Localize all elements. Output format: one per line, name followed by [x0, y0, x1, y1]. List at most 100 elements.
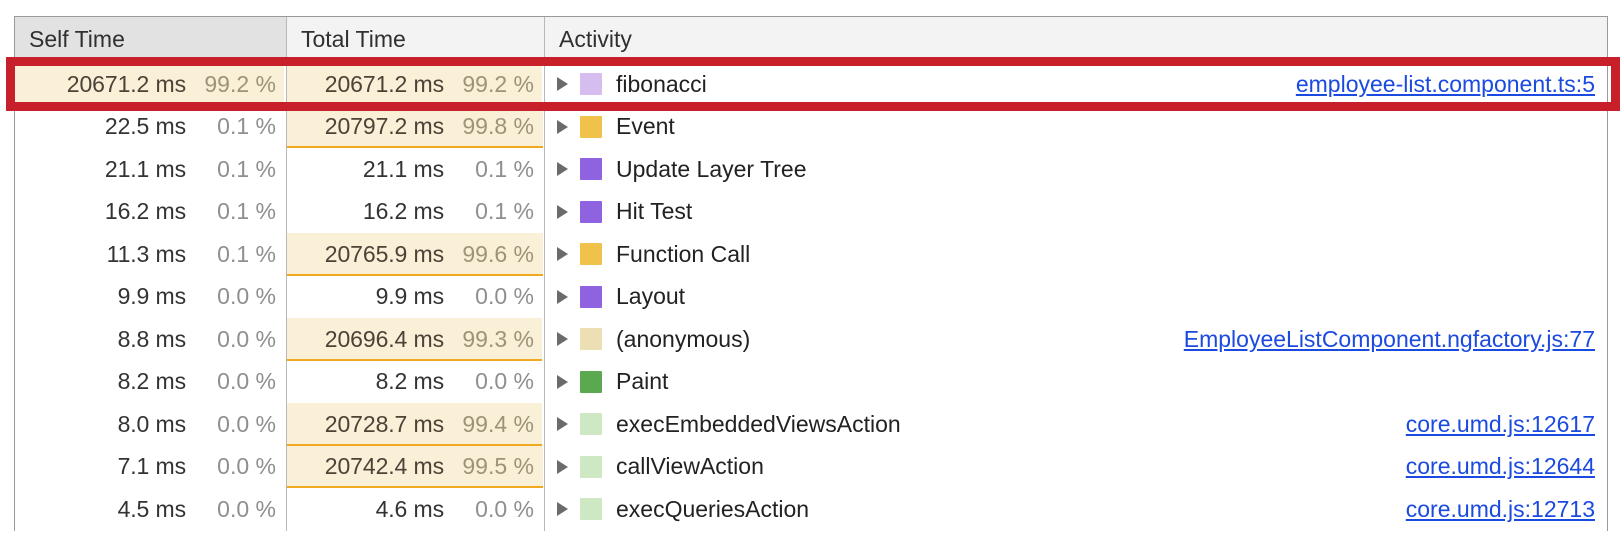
source-location-link[interactable]: EmployeeListComponent.ngfactory.js:77: [1183, 325, 1595, 352]
total-time-percent: 99.2 %: [462, 70, 534, 97]
cell-activity: Paint: [545, 360, 1607, 403]
total-time-ms: 21.1 ms: [362, 155, 444, 182]
activity-name: callViewAction: [616, 453, 764, 480]
bottom-up-performance-table: Self Time Total Time Activity 20671.2 ms…: [14, 16, 1608, 531]
column-header-activity[interactable]: Activity: [545, 17, 1607, 62]
total-time-percent: 0.0 %: [475, 283, 534, 310]
expand-triangle-icon[interactable]: [557, 417, 568, 432]
cell-activity: (anonymous)EmployeeListComponent.ngfacto…: [545, 318, 1607, 361]
column-header-total-time[interactable]: Total Time: [287, 17, 545, 62]
activity-color-swatch-rendering: [580, 200, 602, 223]
self-time-percent: 0.0 %: [217, 325, 276, 352]
total-time-ms: 16.2 ms: [362, 198, 444, 225]
expand-triangle-icon[interactable]: [557, 162, 568, 177]
expand-triangle-icon[interactable]: [557, 374, 568, 389]
expand-triangle-icon[interactable]: [557, 247, 568, 262]
activity-name: fibonacci: [616, 70, 707, 97]
total-time-percent: 0.0 %: [475, 368, 534, 395]
activity-color-swatch-rendering: [580, 158, 602, 181]
total-time-percent-fill: [287, 233, 543, 276]
expand-triangle-icon[interactable]: [557, 289, 568, 304]
expand-triangle-icon[interactable]: [557, 204, 568, 219]
column-header-activity-label: Activity: [559, 26, 632, 52]
self-time-ms: 4.5 ms: [117, 495, 187, 522]
expand-triangle-icon[interactable]: [557, 459, 568, 474]
source-location-link[interactable]: employee-list.component.ts:5: [1295, 70, 1595, 97]
activity-color-swatch-painting-light: [580, 455, 602, 478]
activity-color-swatch-scripting-pale: [580, 328, 602, 351]
expand-triangle-icon[interactable]: [557, 77, 568, 92]
self-time-ms: 9.9 ms: [117, 283, 187, 310]
cell-activity: callViewAction core.umd.js:12644: [545, 445, 1607, 488]
cell-activity: Event: [545, 105, 1607, 148]
self-time-percent: 0.0 %: [217, 495, 276, 522]
self-time-ms: 22.5 ms: [104, 113, 186, 140]
self-time-percent: 0.1 %: [217, 155, 276, 182]
cell-activity: Update Layer Tree: [545, 148, 1607, 191]
total-time-percent-fill: [287, 403, 543, 446]
cell-activity: fibonacci employee-list.component.ts:5: [545, 63, 1607, 106]
total-time-percent-fill: [287, 63, 542, 106]
activity-color-swatch-painting-light: [580, 413, 602, 436]
expand-triangle-icon[interactable]: [557, 502, 568, 517]
expand-triangle-icon[interactable]: [557, 119, 568, 134]
source-location-link[interactable]: core.umd.js:12617: [1405, 410, 1595, 437]
activity-name: Function Call: [616, 240, 751, 267]
self-time-value-group: 4.5 ms 0.0 %: [118, 496, 276, 523]
activity-color-swatch-rendering: [580, 285, 602, 308]
activity-name: Update Layer Tree: [616, 155, 807, 182]
total-time-percent-bar: [287, 103, 542, 106]
source-location-link[interactable]: core.umd.js:12713: [1405, 495, 1595, 522]
activity-name: execQueriesAction: [616, 495, 810, 522]
total-time-percent-fill: [287, 318, 543, 361]
total-time-percent: 99.5 %: [462, 453, 534, 480]
activity-color-swatch-event: [580, 115, 602, 138]
activity-color-swatch-painting: [580, 370, 602, 393]
cell-self-time: 8.8 ms 0.0 %: [15, 318, 287, 361]
self-time-ms: 8.8 ms: [117, 325, 187, 352]
self-time-percent: 0.1 %: [217, 198, 276, 225]
source-location-link[interactable]: core.umd.js:12644: [1405, 453, 1595, 480]
cell-self-time: 4.5 ms 0.0 %: [15, 488, 287, 531]
column-header-self-time[interactable]: Self Time: [15, 17, 287, 62]
expand-triangle-icon[interactable]: [557, 332, 568, 347]
self-time-percent: 0.0 %: [217, 410, 276, 437]
total-time-percent: 0.0 %: [475, 495, 534, 522]
column-header-self-time-label: Self Time: [29, 26, 125, 52]
cell-activity: Hit Test: [545, 190, 1607, 233]
total-time-percent-bar: [287, 486, 543, 488]
